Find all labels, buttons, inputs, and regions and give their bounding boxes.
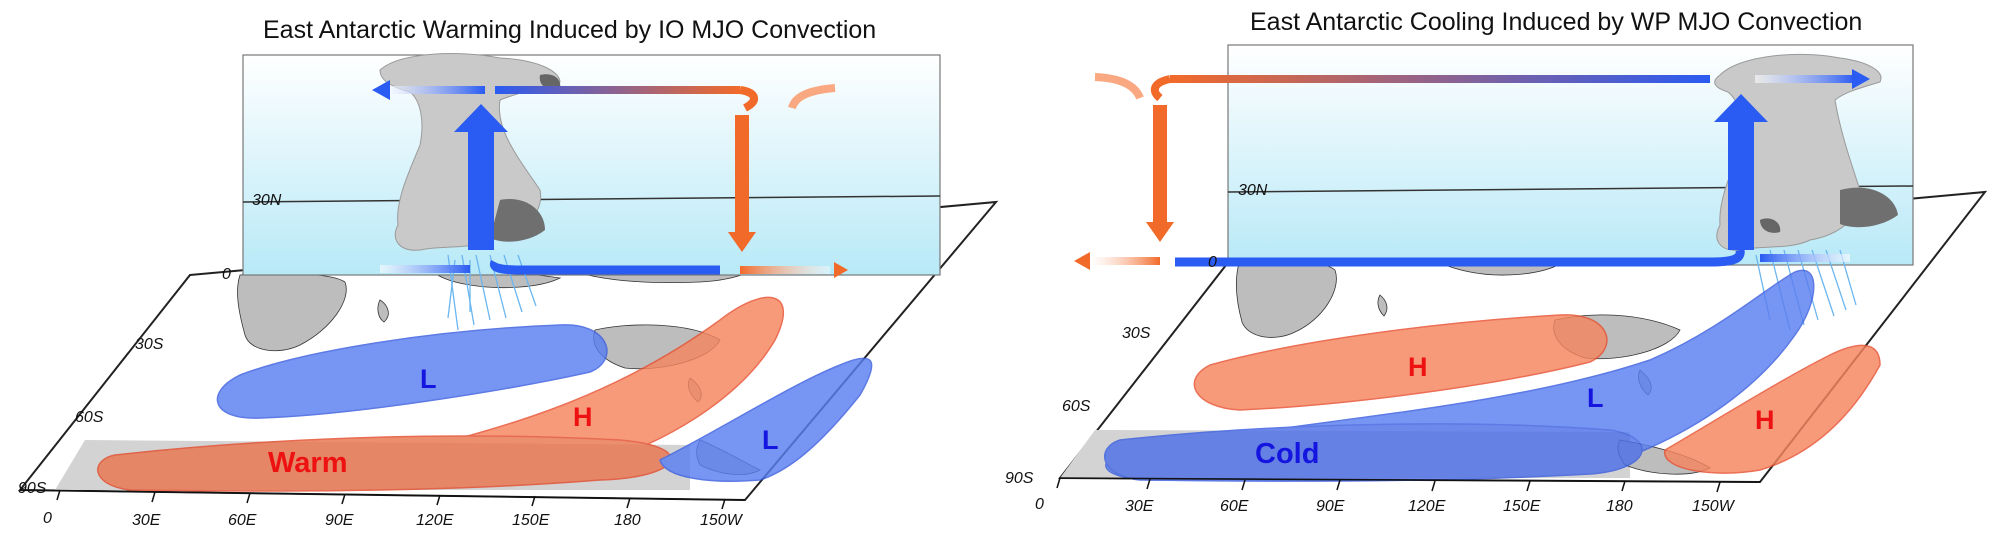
anomaly-label-high-east: H: [1755, 405, 1775, 435]
high-anomaly-east: [1664, 344, 1881, 474]
lat-label-30s: 30S: [1122, 325, 1151, 342]
circulation-arrows: [372, 80, 848, 278]
lon-label-120e: 120E: [416, 512, 454, 529]
cold-anomaly: [1103, 423, 1643, 482]
anomaly-label-high-west: H: [1408, 352, 1428, 382]
lon-label-60e: 60E: [1220, 498, 1249, 515]
lon-label-150w: 150W: [1692, 498, 1734, 515]
lon-label-0: 0: [1035, 496, 1044, 513]
panel-wp-cooling: East Antarctic Cooling Induced by WP MJO…: [1000, 0, 2000, 541]
low-anomaly-east: [659, 357, 873, 482]
lon-label-0: 0: [43, 510, 52, 527]
anomaly-patterns: [1103, 269, 1881, 482]
anomaly-label-cold: Cold: [1255, 438, 1320, 470]
lat-label-60s: 60S: [75, 409, 104, 426]
anomaly-label-low-east: L: [762, 425, 779, 455]
circulation-arrows: [1074, 69, 1870, 270]
panel-title: East Antarctic Warming Induced by IO MJO…: [263, 16, 877, 44]
schematic-map: [1056, 44, 1988, 493]
low-anomaly-west: [216, 324, 608, 419]
lon-label-30e: 30E: [1125, 498, 1154, 515]
lat-label-90s: 90S: [1005, 470, 1034, 487]
axis-ticks: [1056, 477, 1761, 493]
warm-anomaly: [97, 435, 672, 492]
anomaly-label-high: H: [573, 402, 593, 432]
lat-label-30s: 30S: [135, 336, 164, 353]
lon-label-150e: 150E: [512, 512, 550, 529]
lat-label-30n: 30N: [252, 192, 282, 209]
panel-io-warming: East Antarctic Warming Induced by IO MJO…: [17, 16, 999, 529]
lat-label-eq: 0: [1208, 254, 1217, 271]
anomaly-patterns: [97, 296, 873, 492]
axis-ticks: [19, 489, 746, 510]
panel-title: East Antarctic Cooling Induced by WP MJO…: [1250, 8, 1863, 36]
lon-label-150e: 150E: [1503, 498, 1541, 515]
anomaly-label-low-west: L: [420, 364, 437, 394]
lat-label-90s: 90S: [18, 480, 47, 497]
lon-label-180: 180: [1606, 498, 1633, 515]
lat-label-60s: 60S: [1062, 398, 1091, 415]
anomaly-label-low: L: [1587, 383, 1604, 413]
anomaly-label-warm: Warm: [268, 447, 348, 479]
lon-label-90e: 90E: [325, 512, 354, 529]
lon-label-90e: 90E: [1316, 498, 1345, 515]
high-anomaly-west: [1193, 314, 1608, 411]
schematic-map: [17, 53, 999, 510]
lon-label-30e: 30E: [132, 512, 161, 529]
lon-label-60e: 60E: [228, 512, 257, 529]
lat-label-eq: 0: [222, 266, 231, 283]
lon-label-180: 180: [614, 512, 641, 529]
lon-label-150w: 150W: [700, 512, 742, 529]
lon-label-120e: 120E: [1408, 498, 1446, 515]
lat-label-30n: 30N: [1238, 182, 1268, 199]
